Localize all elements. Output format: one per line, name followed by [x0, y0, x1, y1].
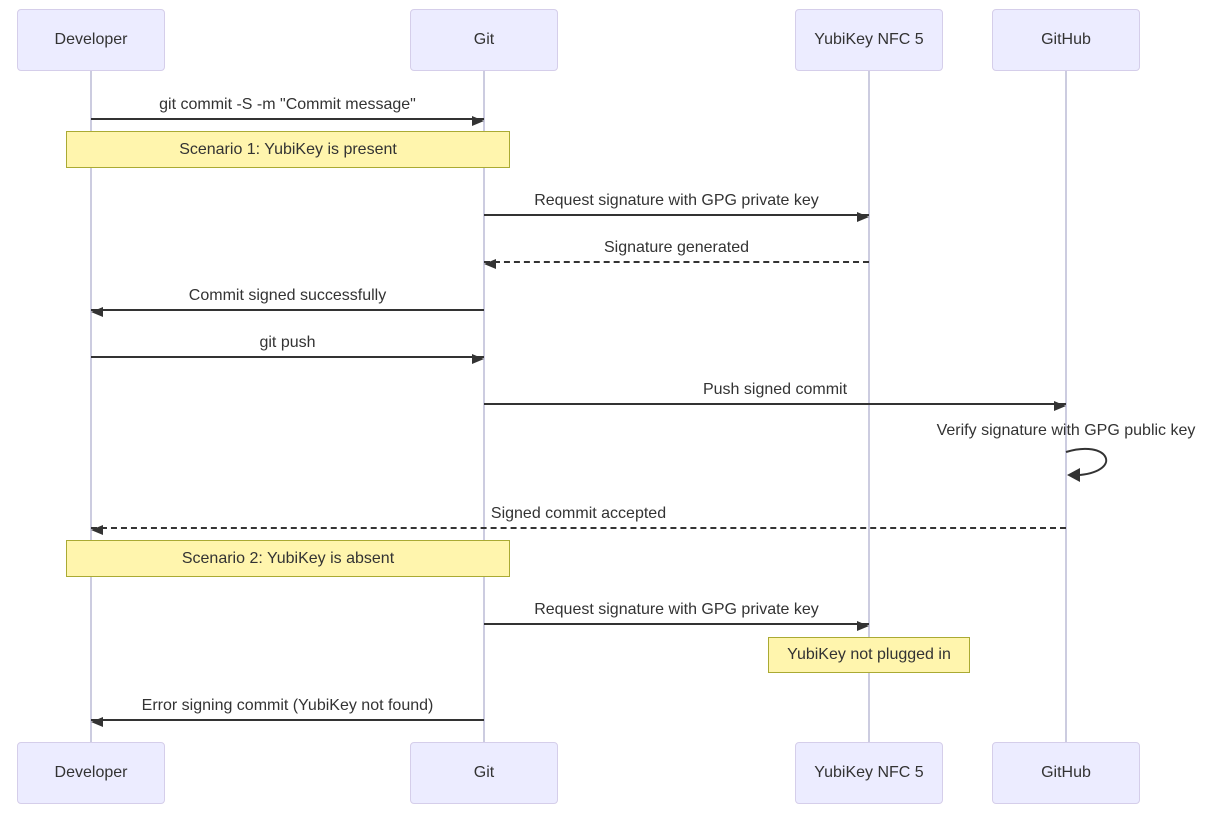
note-yubikey-not-plugged-in: YubiKey not plugged in [768, 637, 970, 673]
message-request-signature-1: Request signature with GPG private key [484, 190, 869, 222]
arrowhead-right-icon [1054, 401, 1066, 411]
note-scenario-2: Scenario 2: YubiKey is absent [66, 540, 510, 577]
message-label: Request signature with GPG private key [534, 192, 819, 209]
message-arrow-line [484, 212, 869, 222]
actor-git-bottom: Git [410, 742, 558, 804]
actor-label: YubiKey NFC 5 [814, 31, 924, 48]
actor-label: Developer [54, 31, 128, 48]
arrowhead-right-icon [857, 212, 869, 222]
arrowhead-left-icon [91, 717, 103, 727]
message-arrow-line [91, 525, 1066, 535]
message-git-push: git push [91, 332, 484, 364]
message-signature-generated: Signature generated [484, 237, 869, 269]
actor-yubikey-top: YubiKey NFC 5 [795, 9, 943, 71]
message-label: Push signed commit [702, 381, 848, 398]
actor-github-bottom: GitHub [992, 742, 1140, 804]
arrowhead-right-icon [857, 621, 869, 631]
message-label: git push [259, 334, 316, 351]
message-arrow-line [484, 259, 869, 269]
message-arrow-line [91, 354, 484, 364]
actor-developer-bottom: Developer [17, 742, 165, 804]
lifeline-github [1065, 40, 1067, 746]
actor-yubikey-bottom: YubiKey NFC 5 [795, 742, 943, 804]
message-label: Signature generated [604, 239, 749, 256]
message-request-signature-2: Request signature with GPG private key [484, 599, 869, 631]
arrowhead-left-icon [91, 307, 103, 317]
arrowhead-right-icon [472, 116, 484, 126]
message-git-commit: git commit -S -m "Commit message" [91, 94, 484, 126]
lifeline-yubikey [868, 40, 870, 746]
actor-git-top: Git [410, 9, 558, 71]
actor-label: Git [473, 31, 495, 48]
message-push-signed-commit: Push signed commit [484, 379, 1066, 411]
message-arrow-line [484, 621, 869, 631]
message-verify-signature-label: Verify signature with GPG public key [936, 422, 1196, 439]
actor-label: YubiKey NFC 5 [814, 764, 924, 781]
message-label: git commit -S -m "Commit message" [159, 96, 416, 113]
message-signed-commit-accepted: Signed commit accepted [91, 503, 1066, 535]
note-label: Scenario 2: YubiKey is absent [181, 549, 395, 567]
arrowhead-left-icon [484, 259, 496, 269]
actor-label: GitHub [1041, 31, 1091, 48]
message-error-signing: Error signing commit (YubiKey not found) [91, 695, 484, 727]
message-commit-signed: Commit signed successfully [91, 285, 484, 317]
actor-label: Git [473, 764, 495, 781]
message-arrow-line [91, 116, 484, 126]
actor-label: Developer [54, 764, 128, 781]
note-scenario-1: Scenario 1: YubiKey is present [66, 131, 510, 168]
lifeline-git [483, 40, 485, 746]
lifeline-developer [90, 40, 92, 746]
arrowhead-right-icon [472, 354, 484, 364]
message-label: Error signing commit (YubiKey not found) [141, 697, 434, 714]
message-label: Commit signed successfully [188, 287, 387, 304]
actor-label: GitHub [1041, 764, 1091, 781]
message-arrow-line [91, 307, 484, 317]
message-label: Signed commit accepted [490, 505, 667, 522]
actor-developer-top: Developer [17, 9, 165, 71]
self-loop-arrow [1065, 447, 1108, 482]
message-arrow-line [484, 401, 1066, 411]
message-arrow-line [91, 717, 484, 727]
arrowhead-left-icon [91, 525, 103, 535]
message-label: Request signature with GPG private key [534, 601, 819, 618]
note-label: YubiKey not plugged in [787, 646, 951, 663]
actor-github-top: GitHub [992, 9, 1140, 71]
note-label: Scenario 1: YubiKey is present [179, 140, 397, 158]
